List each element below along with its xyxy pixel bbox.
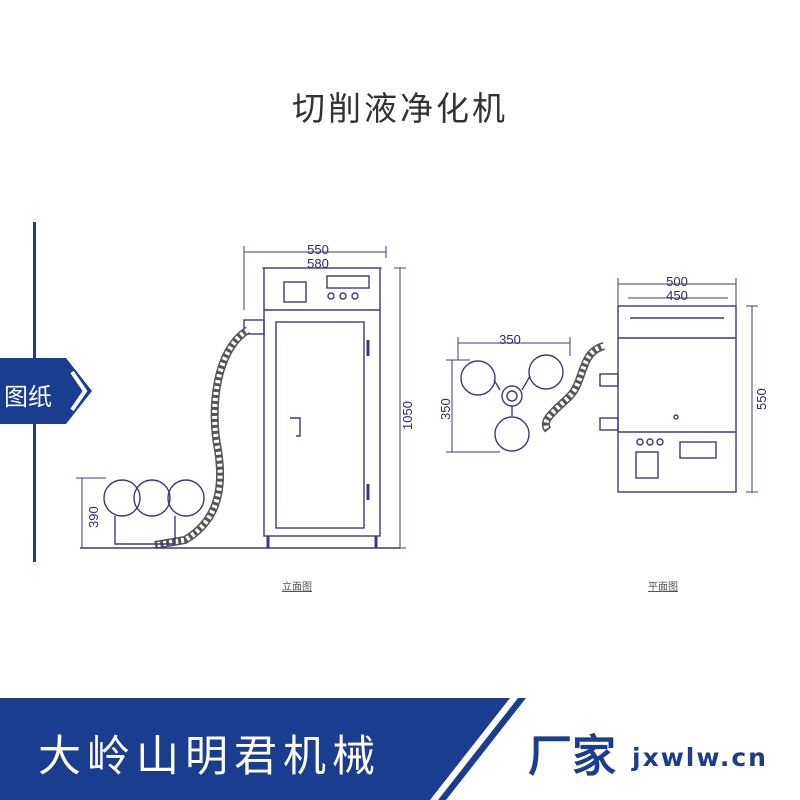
- front-dim-width: 580: [307, 256, 329, 271]
- front-dim-height: 1050: [400, 401, 415, 430]
- front-view-hose: [154, 326, 251, 549]
- front-dim-top: 550: [307, 242, 329, 257]
- footer-site-url[interactable]: jxwlw.cn: [632, 743, 768, 772]
- front-view-filter-balls: [80, 479, 400, 549]
- top-dim-side: 550: [754, 388, 769, 410]
- top-view-dimensions: [446, 278, 758, 493]
- top-view-hose: [542, 342, 606, 433]
- front-dim-low: 390: [86, 506, 101, 528]
- front-view-dimensions: [76, 246, 406, 549]
- top-dim-filter-height: 350: [438, 398, 453, 420]
- footer-factory-label: 厂家: [528, 731, 616, 782]
- page-title: 切削液净化机: [292, 89, 508, 128]
- side-tag-label: 图纸: [4, 383, 52, 411]
- top-dim-top: 500: [666, 274, 688, 289]
- top-dim-filter-width: 350: [499, 332, 521, 347]
- top-view-cabinet: [599, 305, 737, 493]
- footer-company-name: 大岭山明君机械: [38, 732, 381, 782]
- front-view-cabinet: [243, 267, 381, 548]
- top-view-filter-balls: [460, 354, 564, 452]
- top-dim-width: 450: [666, 288, 688, 303]
- side-tag-shape: [0, 358, 92, 424]
- front-view-caption: 立面图: [282, 582, 312, 593]
- technical-drawing: 550 580 1050 390 500 450 550 350 350: [76, 242, 769, 549]
- footer-banner: [0, 698, 526, 800]
- top-view-caption: 平面图: [648, 582, 678, 593]
